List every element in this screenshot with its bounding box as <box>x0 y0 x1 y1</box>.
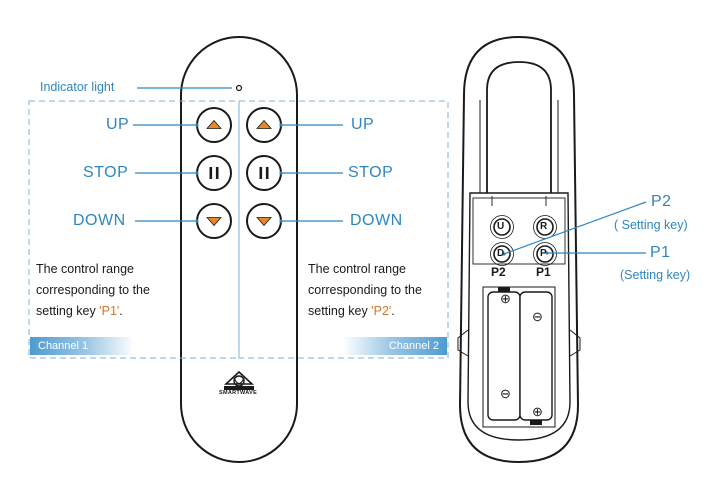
back-p2-label: P2 <box>491 265 506 279</box>
back-p1-label: P1 <box>536 265 551 279</box>
key-r[interactable] <box>533 215 557 239</box>
ch2-stop-button[interactable] <box>246 155 282 191</box>
logo-text: SMARTWAVE <box>219 390 258 396</box>
down-arrow-icon <box>256 217 272 227</box>
channel2-description: The control range corresponding to the s… <box>308 262 422 318</box>
channel1-box <box>28 100 240 359</box>
channel2-tag-bg <box>343 337 447 355</box>
channel2-tag: Channel 2 <box>388 340 439 352</box>
battery-minus-icon: ⊖ <box>532 309 543 324</box>
p1-callout-sub: (Setting key) <box>620 268 691 282</box>
channel1-tag: Channel 1 <box>38 340 89 352</box>
up-right-label: UP <box>351 116 375 133</box>
key-r-letter: R <box>540 221 548 232</box>
stop-right-label: STOP <box>348 164 394 181</box>
p2-callout-label: P2 <box>651 193 672 210</box>
brand-logo <box>223 370 255 390</box>
battery-minus-icon: ⊖ <box>500 386 511 401</box>
channel1-description: The control range corresponding to the s… <box>36 262 150 318</box>
key-p-letter: P <box>540 248 547 259</box>
battery-plus-icon: ⊕ <box>532 404 543 419</box>
p1-callout-label: P1 <box>650 244 671 261</box>
battery-plus-icon: ⊕ <box>500 291 511 306</box>
batteries <box>482 286 556 428</box>
key-p-p1[interactable] <box>533 242 557 266</box>
down-left-label: DOWN <box>73 212 126 229</box>
channel1-tag-bg <box>30 337 134 355</box>
ch1-down-button[interactable] <box>196 203 232 239</box>
ch2-up-button[interactable] <box>246 107 282 143</box>
pause-icon <box>209 167 213 179</box>
down-arrow-icon <box>206 217 222 227</box>
key-d-p2[interactable] <box>490 242 514 266</box>
ch1-up-button[interactable] <box>196 107 232 143</box>
stop-left-label: STOP <box>83 164 129 181</box>
key-u[interactable] <box>490 215 514 239</box>
pause-icon <box>259 167 263 179</box>
up-left-label: UP <box>106 116 130 133</box>
key-u-letter: U <box>497 221 505 232</box>
down-right-label: DOWN <box>350 212 403 229</box>
channel2-box <box>238 100 449 359</box>
key-d-letter: D <box>497 248 505 259</box>
up-arrow-icon <box>206 119 222 129</box>
indicator-light <box>235 84 243 92</box>
up-arrow-icon <box>256 119 272 129</box>
ch2-down-button[interactable] <box>246 203 282 239</box>
p2-callout-sub: ( Setting key) <box>614 218 688 232</box>
back-remote-loop <box>486 61 552 195</box>
ch1-stop-button[interactable] <box>196 155 232 191</box>
indicator-light-label: Indicator light <box>40 80 115 94</box>
p2-leader <box>503 201 647 255</box>
